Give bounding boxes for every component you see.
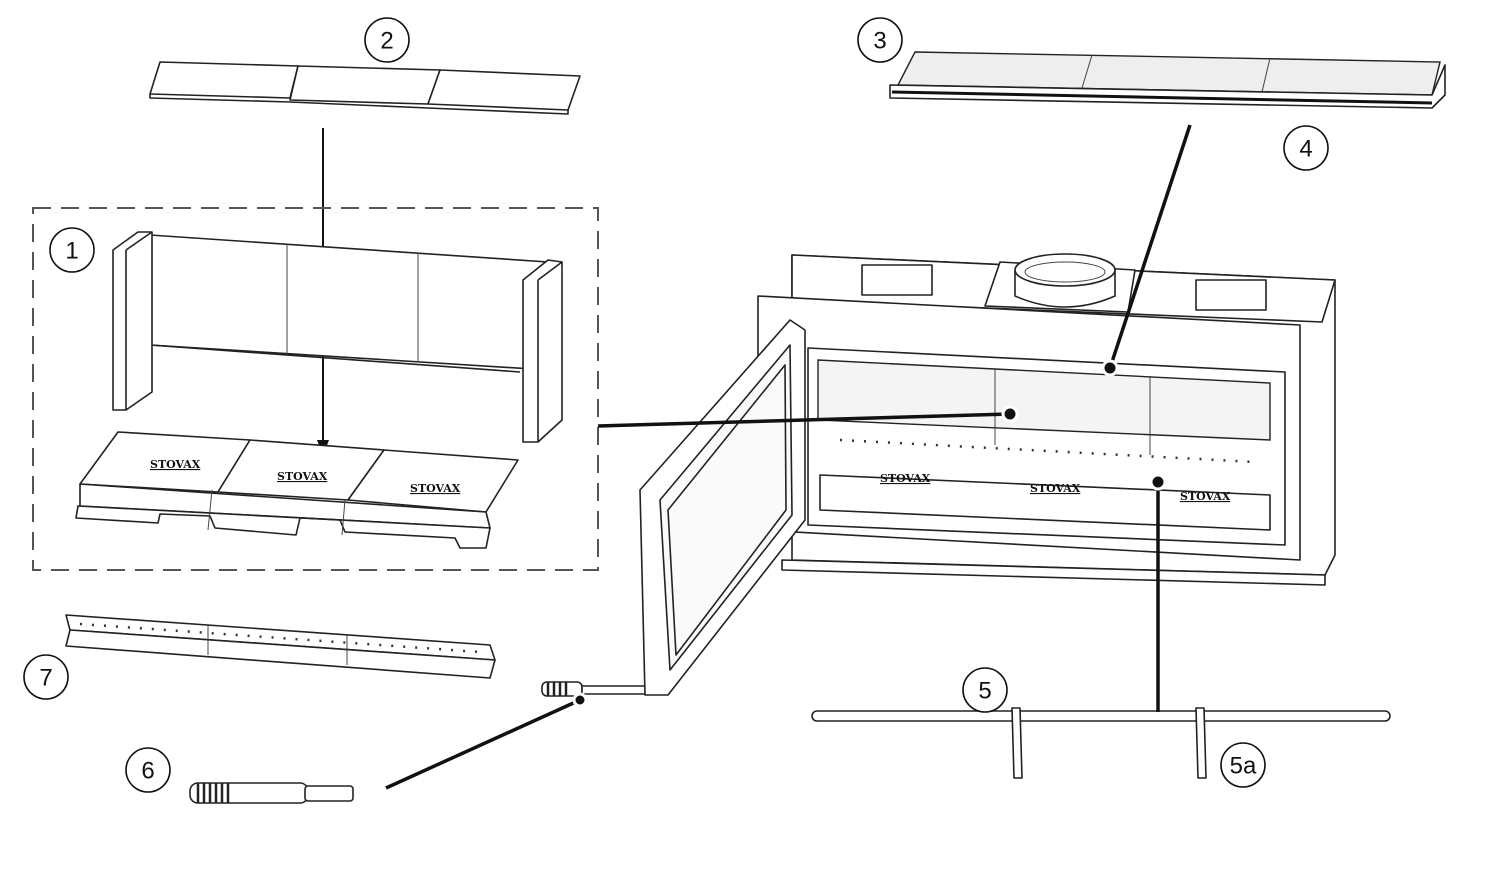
part-2-baffle-plates	[149, 61, 581, 115]
part-6-door-handle	[189, 782, 354, 804]
brick-logo: STOVAX	[150, 458, 201, 471]
part-1-kit-boundary	[32, 207, 599, 571]
stove-door	[639, 319, 806, 696]
svg-text:2: 2	[380, 28, 393, 55]
part-5-rod	[811, 707, 1391, 779]
callout-2: 2	[364, 17, 410, 63]
svg-text:5: 5	[978, 678, 991, 705]
handle-installed	[541, 681, 663, 697]
brick-logo: STOVAX	[410, 482, 461, 495]
svg-text:6: 6	[141, 758, 154, 785]
callout-6: 6	[125, 747, 171, 793]
brick-logo: STOVAX	[1030, 482, 1081, 495]
svg-text:1: 1	[65, 238, 78, 265]
part-7-grate-bar	[65, 614, 496, 679]
svg-text:7: 7	[39, 665, 52, 692]
brick-logo: STOVAX	[277, 470, 328, 483]
callout-1: 1	[49, 227, 95, 273]
brick-logo: STOVAX	[880, 472, 931, 485]
callout-5a: 5a	[1220, 742, 1266, 788]
stove-body: STOVAX STOVAX STOVAX	[757, 253, 1336, 586]
callout-3: 3	[857, 17, 903, 63]
svg-text:5a: 5a	[1230, 753, 1257, 780]
callout-7: 7	[23, 654, 69, 700]
leader-lines	[385, 124, 1192, 790]
brick-logo: STOVAX	[1180, 490, 1231, 503]
part-1-back-side-bricks	[112, 231, 563, 443]
svg-text:4: 4	[1299, 136, 1312, 163]
part-4-throat-rail	[889, 64, 1446, 109]
callout-5: 5	[962, 667, 1008, 713]
part-1-base-bricks: STOVAX STOVAX STOVAX	[75, 431, 519, 549]
svg-text:3: 3	[873, 28, 886, 55]
callout-4: 4	[1283, 125, 1329, 171]
